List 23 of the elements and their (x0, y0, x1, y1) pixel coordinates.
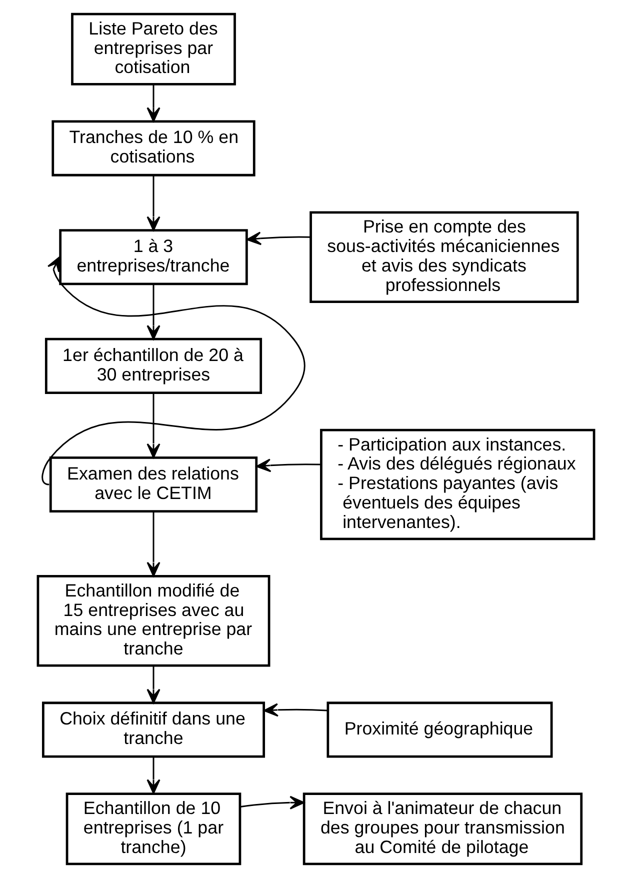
node-box: - Participation aux instances. - Avis des délégués régionaux - Prestations payantes (avis éventuels des équipes intervenantes). (320, 428, 595, 540)
node-box: Prise en compte des sous-activités mécaniciennes et avis des syndicats professionnels (309, 211, 578, 304)
arrow (246, 232, 310, 246)
node-box: 1 à 3 entreprises/tranche (58, 229, 248, 286)
arrow (146, 666, 160, 704)
arrow (146, 756, 160, 794)
node-box: Examen des relations avec le CETIM (48, 456, 258, 512)
arrow (146, 175, 160, 231)
arrow (146, 512, 160, 577)
node-box: 1er échantillon de 20 à 30 entreprises (44, 338, 262, 394)
node-box: Liste Pareto des entreprises par cotisation (70, 12, 236, 86)
node-box: Choix définitif dans une tranche (41, 702, 265, 758)
arrow (240, 796, 304, 810)
node-box: Proximité géographique (326, 702, 552, 758)
arrow (146, 393, 160, 458)
node-box: Echantillon modifié de 15 entreprises avec au mains une entreprise par tranche (36, 574, 270, 667)
node-box: Echantillon de 10 entreprises (1 par tranche) (65, 792, 241, 866)
node-box: Tranches de 10 % en cotisations (51, 120, 255, 176)
node-box: Envoi à l'animateur de chacun des groupes pour transmission au Comité de pilotage (302, 792, 582, 866)
arrow (146, 84, 160, 122)
arrow (146, 284, 160, 340)
arrow (256, 458, 321, 472)
arrow (262, 703, 327, 717)
